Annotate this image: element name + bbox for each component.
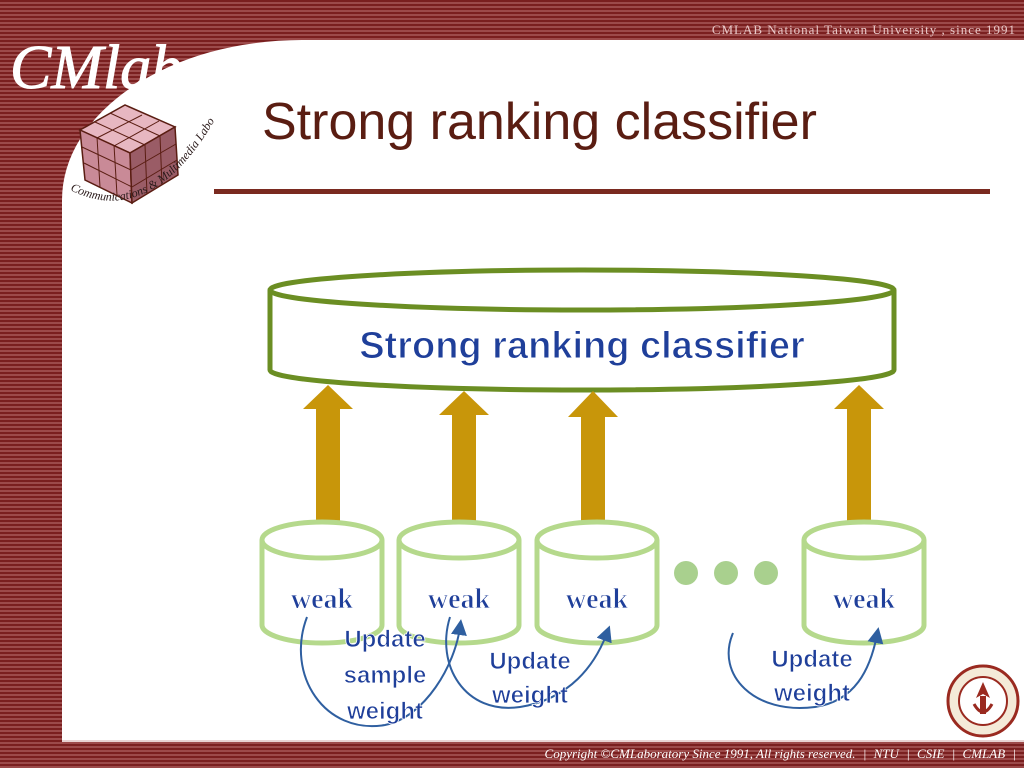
up-arrow-1 (303, 385, 353, 531)
title-underline (214, 189, 990, 194)
weak-cylinder-3: weak (534, 519, 660, 646)
update-label-3-line-1: Update (771, 646, 852, 673)
update-label-1-line-2: sample (344, 662, 427, 689)
update-label-2-line-2: weight (491, 682, 568, 709)
up-arrow-4 (834, 385, 884, 531)
header-text: CMLAB National Taiwan University , since… (711, 22, 1016, 37)
strong-classifier-cylinder: Strong ranking classifier (267, 267, 897, 393)
weak-cylinder-1: weak (259, 519, 385, 646)
weak-cylinder-4: weak (801, 519, 927, 646)
update-label-1-line-1: Update (344, 626, 425, 653)
update-label-1-line-3: weight (346, 698, 423, 725)
weak-label-3: weak (566, 584, 629, 615)
up-arrow-2 (439, 391, 489, 537)
cmlab-logo: CMlab Communications & Multimedia Labora… (0, 0, 217, 205)
weak-label-1: weak (291, 584, 354, 615)
weak-label-4: weak (833, 584, 896, 615)
update-curve-3 (727, 627, 884, 710)
rubiks-cube-icon (78, 104, 179, 205)
slide-title: Strong ranking classifier (262, 93, 817, 151)
update-label-2-line-1: Update (489, 648, 570, 675)
footer-link-cmlab[interactable]: CMLAB (962, 746, 1006, 761)
footer-copyright: Copyright ©CMLaboratory Since 1991, All … (544, 746, 856, 761)
logo-wordmark: CMlab (10, 34, 182, 102)
update-label-3-line-2: weight (773, 680, 850, 707)
university-seal-icon (946, 664, 1020, 738)
ranking-diagram: Strong ranking classifier weak weak weak… (259, 267, 927, 728)
weak-label-2: weak (428, 584, 491, 615)
footer-link-ntu[interactable]: NTU (873, 746, 899, 761)
weak-cylinder-2: weak (396, 519, 522, 646)
footer-divider (62, 740, 1024, 742)
footer-link-csie[interactable]: CSIE (917, 746, 945, 761)
ellipsis-dots (674, 561, 778, 585)
update-curve-2 (445, 616, 612, 709)
strong-classifier-label: Strong ranking classifier (359, 325, 805, 367)
update-curve-1 (299, 616, 467, 728)
footer: Copyright ©CMLaboratory Since 1991, All … (544, 746, 1016, 761)
up-arrow-3 (568, 391, 618, 537)
